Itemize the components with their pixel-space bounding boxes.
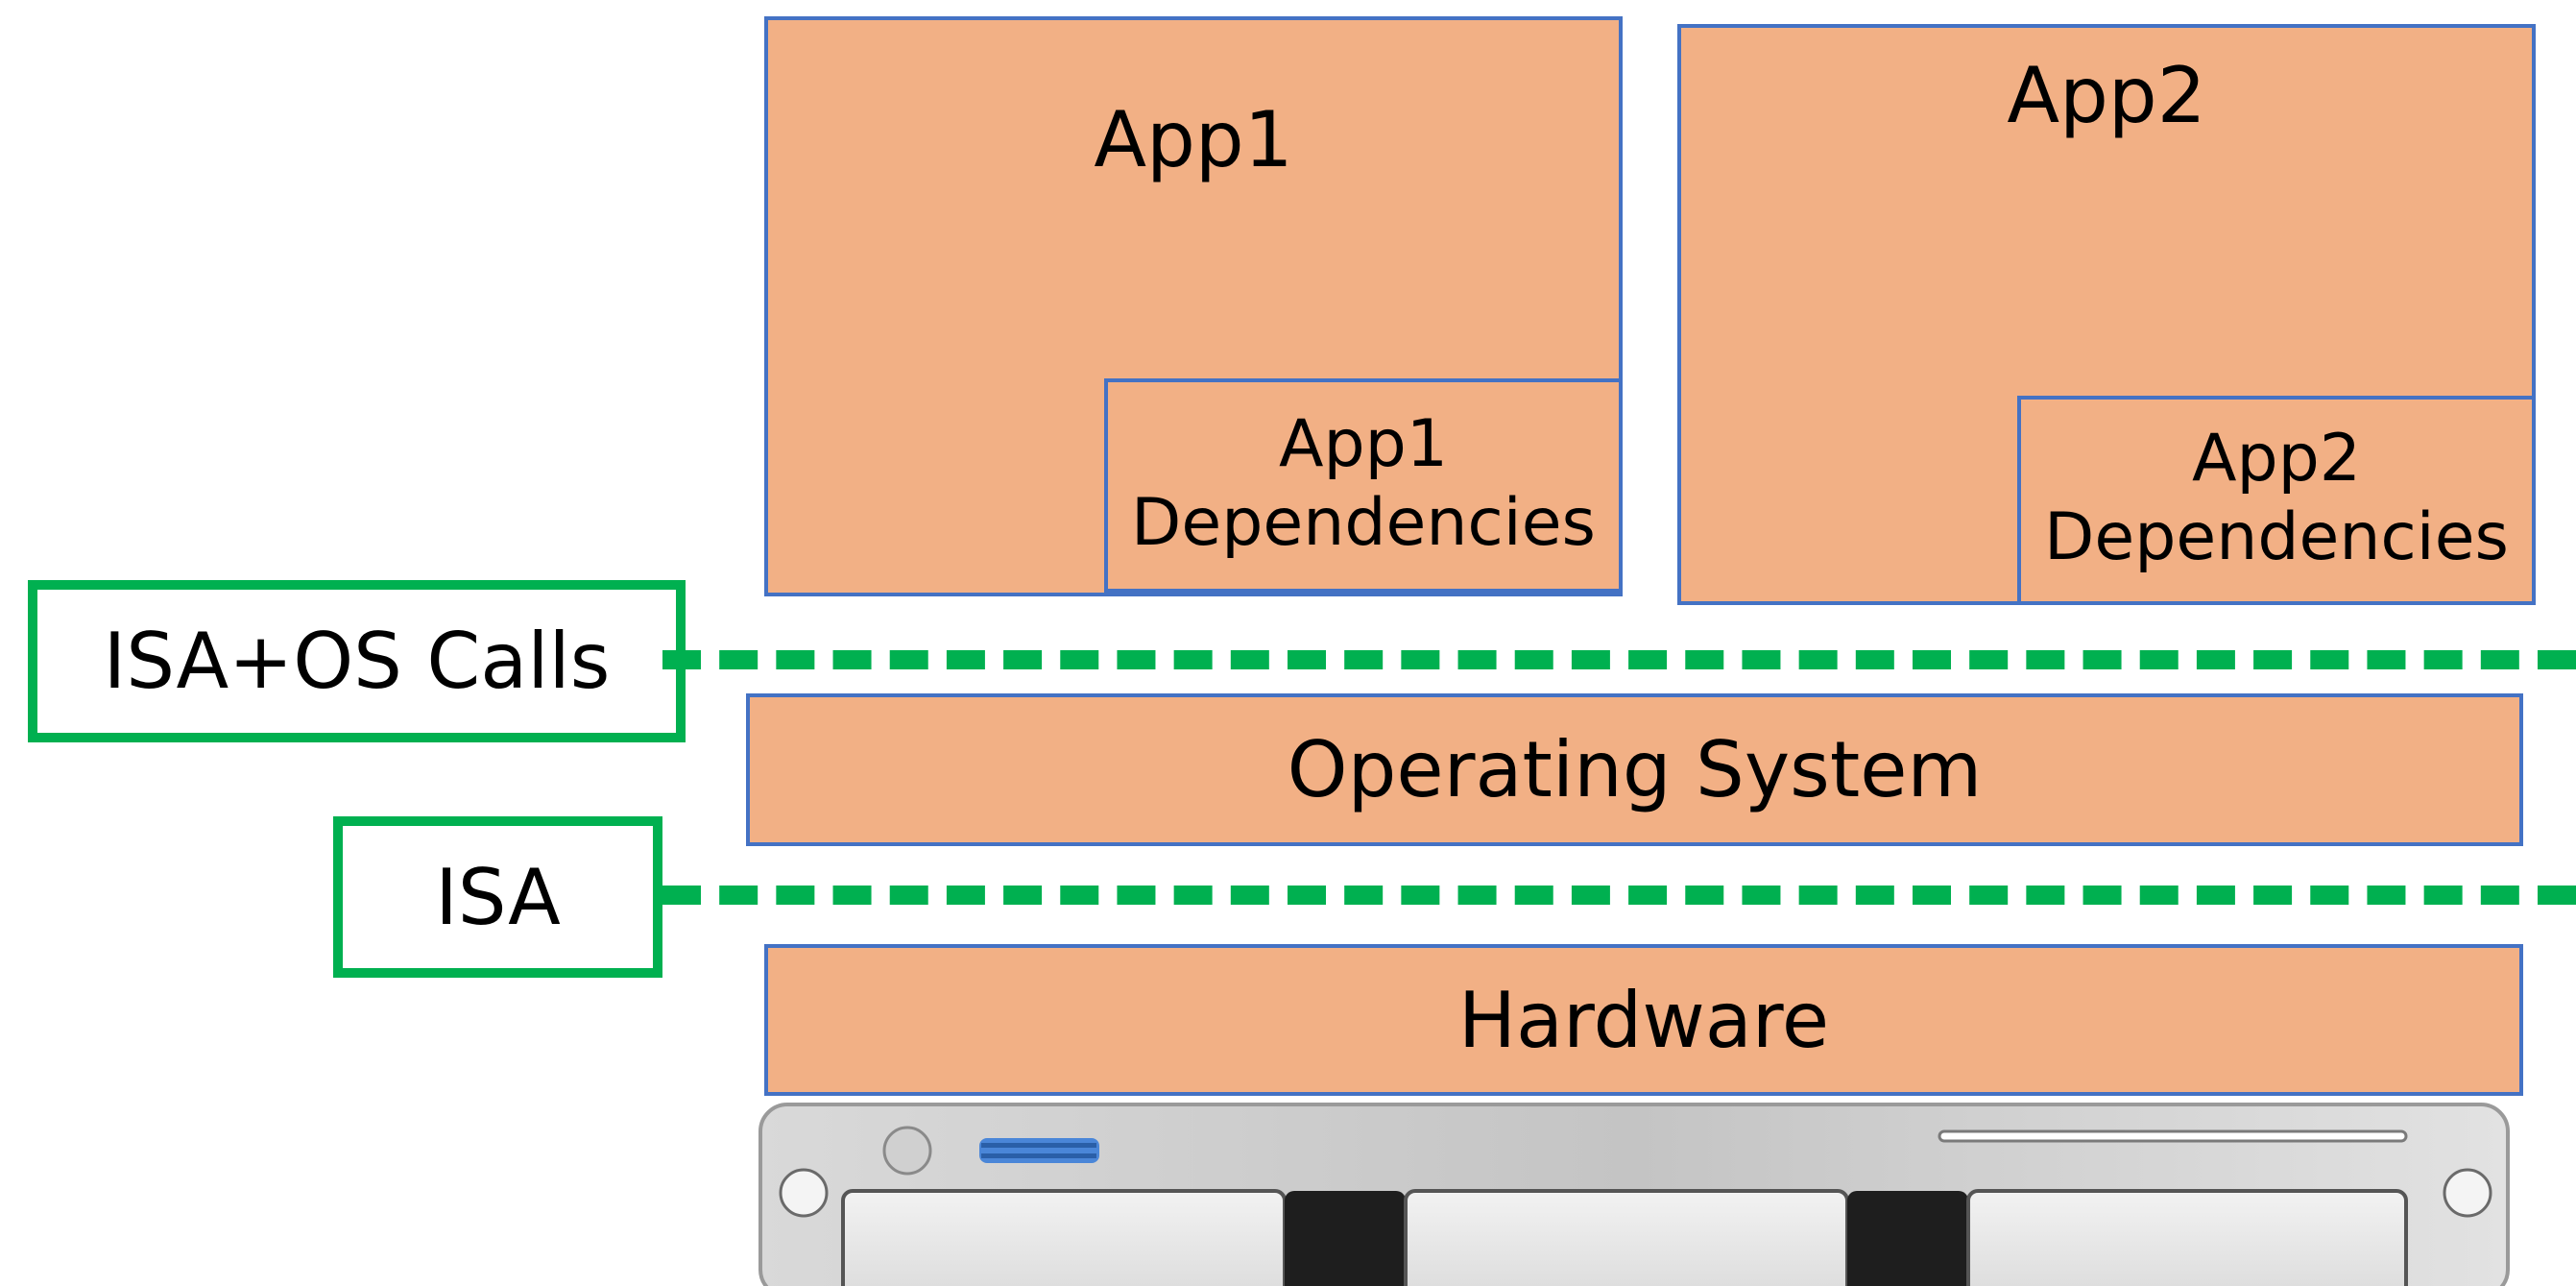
server-drive-bay-2 [1404,1189,1849,1286]
app1-dependencies-label: App1 Dependencies [1104,405,1623,562]
server-drive-bay-3 [1966,1189,2408,1286]
isa-label: ISA [435,852,561,942]
app1-dependencies-line1: App1 [1278,406,1449,482]
operating-system-layer: Operating System [746,693,2523,846]
app2-dependencies-label: App2 Dependencies [2017,420,2536,576]
app2-dependencies-box [2017,396,2536,605]
isa-line [662,886,2576,905]
server-left-screw [779,1168,829,1218]
server-status-leds [979,1138,1099,1163]
app1-dependencies-box [1104,378,1623,593]
isa-box: ISA [333,816,662,978]
app2-title: App2 [2007,51,2206,140]
server-drive-handle-1 [1285,1191,1406,1286]
server-drive-handle-2 [1847,1191,1968,1286]
isa-os-calls-label: ISA+OS Calls [103,617,611,706]
hardware-label: Hardware [1457,975,1830,1065]
server-drive-bay-1 [841,1189,1287,1286]
app2-dependencies-line2: Dependencies [2044,498,2509,575]
server-power-button [882,1126,932,1176]
server-right-screw [2443,1168,2492,1218]
app2-dependencies-line1: App2 [2191,421,2362,497]
app1-title: App1 [1094,95,1293,184]
app1-dependencies-line2: Dependencies [1131,484,1596,561]
hardware-layer: Hardware [764,944,2523,1096]
operating-system-label: Operating System [1287,725,1983,814]
isa-os-calls-line [662,650,2576,669]
server-slot [1938,1129,2408,1143]
